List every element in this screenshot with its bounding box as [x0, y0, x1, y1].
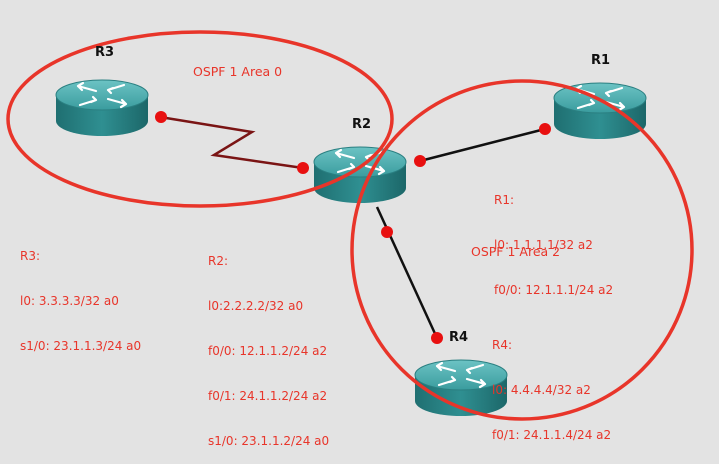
annotation-line: f0/0: 12.1.1.1/24 a2 [494, 283, 614, 297]
annotation-line: s1/0: 23.1.1.2/24 a0 [208, 434, 330, 448]
annotation-line: l0: 1.1.1.1/32 a2 [494, 238, 593, 252]
router-r4-annotation: R4: l0: 4.4.4.4/32 a2 f0/1: 24.1.1.4/24 … [492, 308, 611, 458]
area0-label: OSPF 1 Area 0 [193, 64, 283, 79]
annotation-line: l0:2.2.2.2/32 a0 [208, 299, 304, 313]
router-r3-name: R3 [95, 45, 115, 60]
link-r2-r1 [419, 127, 546, 163]
router-r1-name: R1 [591, 53, 611, 68]
area0-ellipse [6, 30, 394, 208]
port-dot-r2-f0-1[interactable] [381, 226, 393, 238]
router-r2-name: R2 [352, 117, 372, 132]
annotation-line: R1: [494, 193, 515, 207]
router-r1-icon[interactable] [552, 81, 648, 141]
annotation-line: l0: 3.3.3.3/32 a0 [20, 294, 119, 308]
annotation-line: R4: [492, 338, 513, 352]
port-dot-r1-f0-0[interactable] [539, 123, 551, 135]
area2-label: OSPF 1 Area 2 [471, 244, 561, 259]
annotation-line: f0/1: 24.1.1.2/24 a2 [208, 389, 328, 403]
port-dot-r3-s1-0[interactable] [155, 111, 167, 123]
port-dot-r4-f0-1[interactable] [431, 332, 443, 344]
topology-diagram [6, 30, 694, 421]
annotation-line: f0/1: 24.1.1.4/24 a2 [492, 428, 612, 442]
area2-ellipse [350, 79, 694, 421]
router-r1-annotation: R1: l0: 1.1.1.1/32 a2 f0/0: 12.1.1.1/24 … [494, 163, 613, 313]
annotation-line: s1/0: 23.1.1.3/24 a0 [20, 339, 142, 353]
annotation-line: R2: [208, 254, 229, 268]
annotation-line: f0/0: 12.1.1.2/24 a2 [208, 344, 328, 358]
port-dot-r2-f0-0[interactable] [414, 155, 426, 167]
router-r3-annotation: R3: l0: 3.3.3.3/32 a0 s1/0: 23.1.1.3/24 … [20, 219, 141, 369]
annotation-line: l0: 4.4.4.4/32 a2 [492, 383, 591, 397]
port-dot-r2-s1-0[interactable] [297, 162, 309, 174]
link-r3-r2-serial [159, 115, 304, 170]
router-r4-name: R4 [449, 330, 469, 345]
annotation-line: R3: [20, 249, 41, 263]
router-r2-annotation: R2: l0:2.2.2.2/32 a0 f0/0: 12.1.1.2/24 a… [208, 224, 329, 464]
router-r3-icon[interactable] [54, 78, 150, 138]
